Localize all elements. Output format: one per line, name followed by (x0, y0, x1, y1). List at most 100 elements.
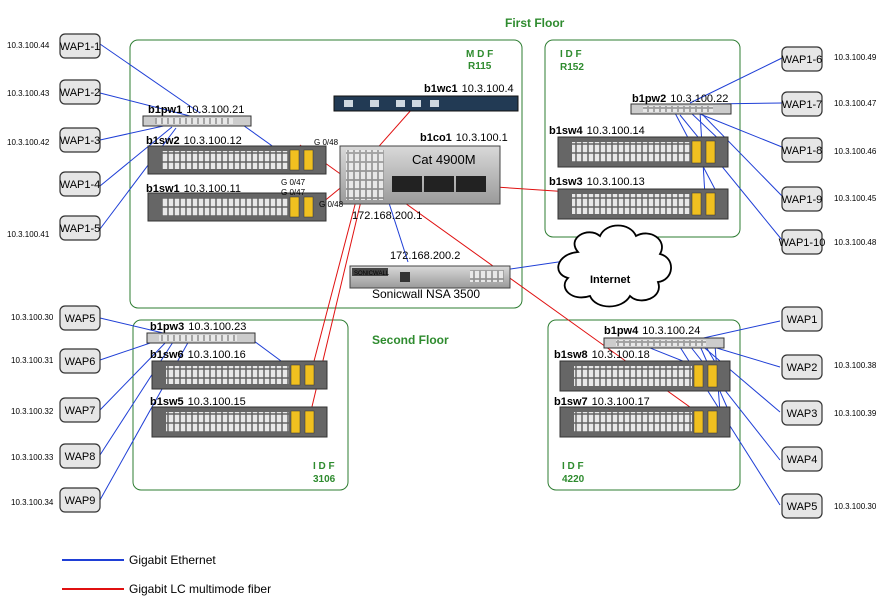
wap-icon (59, 33, 101, 59)
b1co1-name: b1co1 (420, 132, 452, 144)
b1sw8-name: b1sw8 (554, 349, 588, 361)
wap-icon (781, 354, 823, 380)
access-point: WAP2 10.3.100.38 (781, 354, 877, 380)
fiber-link (312, 177, 363, 366)
idf-4220-label: I D F (562, 461, 584, 472)
wap-name: WAP7 (65, 405, 96, 417)
ethernet-link (99, 338, 176, 456)
wap-ip: 10.3.100.34 (11, 498, 54, 507)
wap-ip: 10.3.100.42 (7, 138, 50, 147)
ethernet-link (679, 114, 783, 241)
wap-icon (781, 137, 823, 163)
b1sw6-ip: 10.3.100.16 (188, 349, 246, 361)
internet-cloud: Internet (557, 224, 672, 308)
port-label-g047-a: G 0/47 (281, 178, 306, 187)
b1wc1-ip: 10.3.100.4 (462, 83, 514, 95)
wap-ip: 10.3.100.32 (11, 407, 54, 416)
wap-ip: 10.3.100.38 (834, 361, 877, 370)
b1sw2-name: b1sw2 (146, 135, 180, 147)
b1sw5-ip: 10.3.100.15 (188, 396, 246, 408)
sonicwall-brand: SONICWALL (354, 271, 390, 277)
controller-b1wc1 (333, 95, 519, 112)
b1sw1-name: b1sw1 (146, 183, 180, 195)
b1sw5-name: b1sw5 (150, 396, 184, 408)
switch-b1sw6 (151, 360, 328, 390)
wap-icon (781, 400, 823, 426)
wap-ip: 10.3.100.49 (834, 53, 877, 62)
wap-icon (59, 487, 101, 513)
wap-name: WAP1-4 (60, 179, 101, 191)
wap-ip: 10.3.100.30 (11, 313, 54, 322)
wap-icon (59, 79, 101, 105)
wap-icon (781, 446, 823, 472)
legend-ethernet-label: Gigabit Ethernet (129, 553, 216, 567)
wap-ip: 10.3.100.33 (11, 453, 54, 462)
floor-label-second: Second Floor (372, 333, 449, 347)
wap-name: WAP1-9 (782, 194, 823, 206)
wap-ip: 10.3.100.31 (11, 356, 54, 365)
wap-name: WAP6 (65, 356, 96, 368)
b1sw2-ip: 10.3.100.12 (184, 135, 242, 147)
b1pw2-ip: 10.3.100.22 (670, 93, 728, 105)
wap-ip: 10.3.100.44 (7, 41, 50, 50)
wap-name: WAP1-5 (60, 223, 101, 235)
ethernet-link (99, 92, 191, 117)
access-point: WAP1-510.3.100.41 (7, 215, 101, 241)
switch-b1sw3 (557, 188, 729, 220)
wap-name: WAP1 (787, 314, 818, 326)
ethernet-link (99, 43, 201, 114)
b1sw6-name: b1sw6 (150, 349, 184, 361)
idf-4220-room: 4220 (562, 474, 585, 485)
legend-fiber-label: Gigabit LC multimode fiber (129, 582, 271, 596)
patch-b1pw1 (142, 115, 252, 127)
label-b1sw2: b1sw2 10.3.100.12 (146, 135, 242, 147)
b1sw7-name: b1sw7 (554, 396, 588, 408)
wap-ip: 10.3.100.46 (834, 147, 877, 156)
wap-name: WAP9 (65, 495, 96, 507)
switch-b1sw5 (151, 406, 328, 438)
access-point: WAP1-4 (59, 171, 101, 197)
wap-icon (781, 186, 823, 212)
patch-b1pw3 (146, 332, 256, 344)
b1pw3-ip: 10.3.100.23 (188, 321, 246, 333)
access-point: WAP1-210.3.100.43 (7, 79, 101, 105)
patch-b1pw2 (630, 103, 732, 115)
b1sw4-ip: 10.3.100.14 (587, 125, 645, 137)
idf-r152-room: R152 (560, 62, 584, 73)
wap-name: WAP1-1 (60, 41, 101, 53)
wap-name: WAP2 (787, 362, 818, 374)
wap-ip: 10.3.100.39 (834, 409, 877, 418)
wap-icon (59, 171, 101, 197)
wap-name: WAP1-7 (782, 99, 823, 111)
label-b1sw5: b1sw5 10.3.100.15 (150, 396, 246, 408)
wap-name: WAP3 (787, 408, 818, 420)
b1pw1-ip: 10.3.100.21 (186, 104, 244, 116)
access-point: WAP1-8 10.3.100.46 (781, 137, 877, 163)
wap-name: WAP1-8 (782, 145, 823, 157)
access-points: WAP1-110.3.100.44WAP1-210.3.100.43WAP1-3… (7, 33, 877, 519)
access-point: WAP4 (781, 446, 823, 472)
b1sw8-ip: 10.3.100.18 (592, 349, 650, 361)
b1sw3-name: b1sw3 (549, 176, 583, 188)
label-b1sw8: b1sw8 10.3.100.18 (554, 349, 650, 361)
ethernet-link (699, 343, 781, 413)
